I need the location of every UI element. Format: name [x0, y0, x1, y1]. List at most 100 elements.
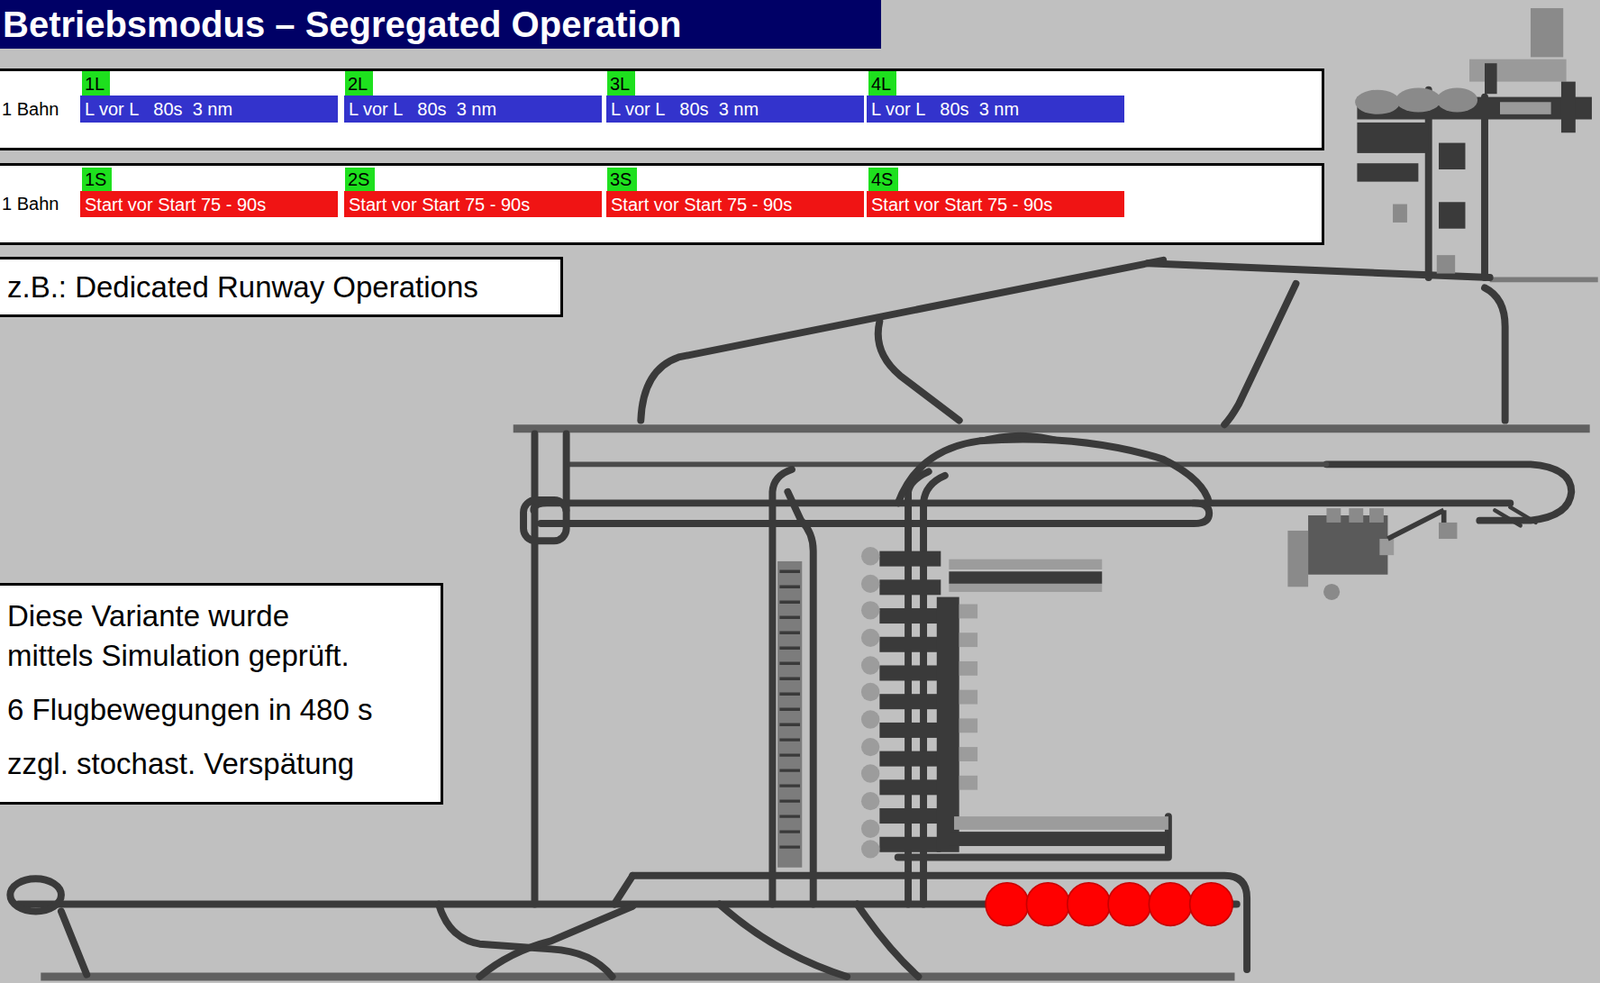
south-taxiway [614, 875, 633, 905]
pier [777, 561, 802, 868]
south-runway [40, 972, 1235, 981]
apron [1561, 81, 1576, 134]
rule-text: Start vor Start 75 - 90s [84, 195, 266, 214]
building [1500, 101, 1552, 115]
slot-label: 4L [871, 74, 891, 93]
slot-tag: 3L [607, 71, 636, 96]
south-taxiway [632, 875, 1247, 970]
building [1379, 538, 1394, 555]
apron [1356, 163, 1419, 182]
row-label: 1 Bahn [1, 193, 59, 215]
pier [948, 571, 1102, 584]
landing-rule-bar: L vor L 80s 3 nm [866, 95, 1125, 123]
departure-rule-bar: Start vor Start 75 - 90s [606, 190, 864, 218]
slot-tag: 2L [345, 71, 373, 96]
crossover [856, 904, 919, 977]
building [1469, 59, 1567, 82]
stand-circle [861, 839, 880, 858]
building [1323, 583, 1340, 600]
row-label: 1 Bahn [1, 99, 59, 120]
stand-circle [861, 709, 880, 728]
stand [879, 751, 941, 767]
building [1326, 508, 1341, 523]
slot-label: 3L [609, 74, 630, 93]
apron-road [1224, 283, 1296, 425]
example-box: z.B.: Dedicated Runway Operations [0, 256, 564, 318]
building [1287, 530, 1309, 587]
gate-ticks [779, 571, 800, 847]
note-text: 6 Flugbewegungen in 480 s [7, 690, 432, 730]
stand [879, 693, 941, 710]
slot-label: 3S [609, 170, 632, 189]
stand-circle [861, 791, 880, 810]
building [1436, 254, 1455, 273]
building [1354, 90, 1400, 115]
access-road [1490, 277, 1599, 283]
pier [948, 831, 1169, 846]
taxiway-loop [523, 500, 567, 541]
aircraft-dot [1190, 882, 1234, 927]
taxiway-arc [979, 435, 1062, 442]
rule-text: Start vor Start 75 - 90s [610, 195, 792, 214]
landing-rule-bar: L vor L 80s 3 nm [344, 95, 602, 123]
stand [959, 746, 978, 762]
building [1348, 508, 1364, 523]
aircraft-dot [1026, 882, 1070, 927]
taxiway [566, 462, 1328, 468]
slot-tag: 1S [81, 167, 112, 191]
rule-text: L vor L 80s 3 nm [871, 100, 1019, 119]
crossover [719, 904, 848, 977]
slot-tag: 1L [81, 71, 110, 96]
departure-rule-bar: Start vor Start 75 - 90s [80, 190, 338, 218]
taxiway [1494, 507, 1536, 526]
taxiway-arc [898, 439, 1210, 504]
stand-circle [861, 600, 880, 619]
stand-circle [861, 819, 880, 838]
apron-road [878, 321, 960, 421]
slot-tag: 4S [868, 167, 899, 191]
apron [1484, 63, 1498, 94]
stand [959, 661, 978, 676]
building [1530, 8, 1564, 57]
rule-text: Start vor Start 75 - 90s [871, 195, 1053, 214]
building [1438, 522, 1457, 539]
east-apron [1287, 508, 1457, 600]
rule-text: L vor L 80s 3 nm [610, 100, 759, 119]
stand-row [948, 583, 1102, 592]
title-bar: Betriebsmodus – Segregated Operation [0, 0, 882, 49]
note-text: Diese Variante wurde mittels Simulation … [7, 596, 368, 676]
slot-tag: 4L [868, 71, 897, 96]
terminal [777, 546, 1169, 868]
departure-rule-bar: Start vor Start 75 - 90s [866, 190, 1125, 218]
turn-loop [9, 878, 62, 911]
building [1436, 87, 1478, 112]
stand [959, 690, 978, 705]
apron-road [1387, 509, 1444, 539]
crossover [61, 910, 87, 974]
building [1395, 87, 1441, 112]
stand [879, 836, 941, 853]
stand-circle [861, 763, 880, 782]
stand-row [954, 816, 1169, 830]
stand [879, 579, 941, 595]
apron [1356, 122, 1428, 154]
stand [959, 632, 978, 647]
airport-layout [9, 8, 1598, 977]
stand [879, 608, 941, 624]
aircraft-dot [985, 882, 1029, 927]
apron-road [1484, 287, 1506, 420]
stand [959, 718, 978, 733]
slot-label: 2S [347, 170, 370, 189]
departure-queue [985, 882, 1233, 927]
runway-row-panel: 1 Bahn 1S Start vor Start 75 - 90s 2S Start … [0, 163, 1325, 246]
rule-text: L vor L 80s 3 nm [84, 100, 233, 119]
stand-circle [861, 682, 880, 701]
stand [879, 636, 941, 653]
runway-row-panel: 1 Bahn 1L L vor L 80s 3 nm 2L L vor L 80s 3 … [0, 68, 1325, 151]
aircraft-dot [1067, 882, 1111, 927]
slot-label: 2L [347, 74, 368, 93]
title-text: Betriebsmodus – Segregated Operation [2, 4, 682, 46]
slot-label: 4S [871, 170, 893, 189]
taxiway [540, 502, 1210, 524]
aircraft-dot [1108, 882, 1152, 927]
